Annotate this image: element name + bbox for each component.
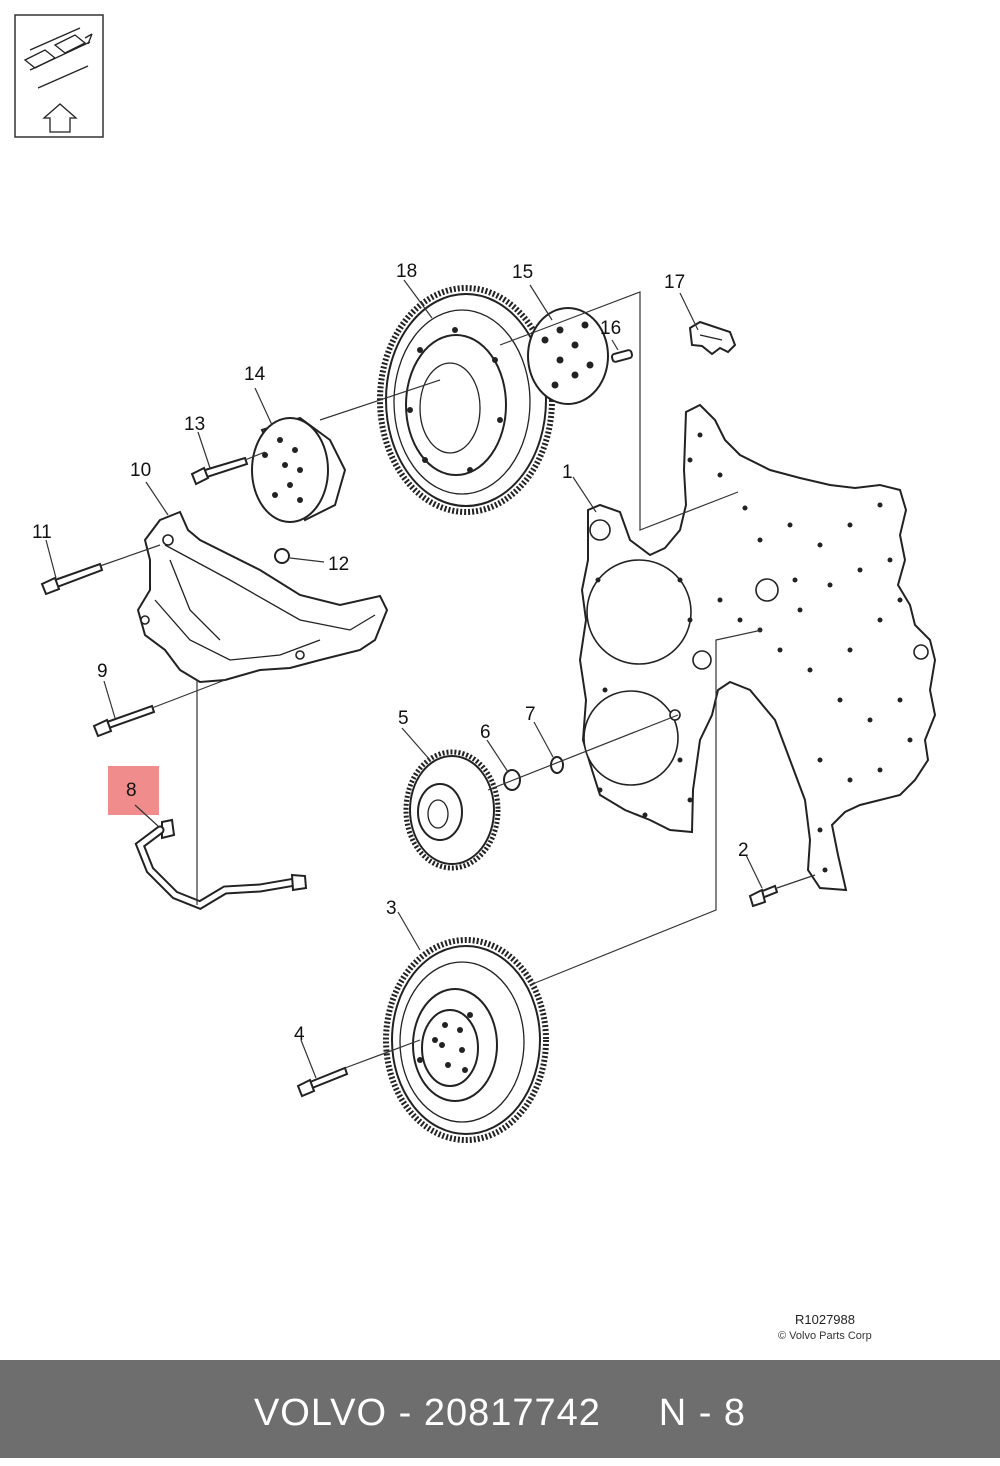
timing-cover-plate: [578, 403, 937, 892]
callout-10: 10: [130, 460, 151, 481]
footer-part-label: VOLVO - 20817742 N - 8: [253, 1392, 747, 1434]
callout-18: 18: [396, 261, 417, 282]
callout-12: 12: [328, 554, 349, 575]
callout-labels: 18 15 16 17 14 13 10 11 12 1 9 5 6 7 8 2…: [32, 261, 749, 1045]
small-gear: [403, 749, 501, 871]
bolt-4: [296, 1066, 349, 1098]
bolt-9: [92, 704, 156, 738]
part-number-footer: VOLVO - 20817742 N - 8: [0, 1360, 1000, 1458]
callout-13: 13: [184, 414, 205, 435]
callout-1: 1: [562, 462, 573, 483]
highlight-box: [108, 766, 159, 815]
callout-8: 8: [126, 780, 137, 801]
callout-5: 5: [398, 708, 409, 729]
callout-6: 6: [480, 722, 491, 743]
callout-2: 2: [738, 840, 749, 861]
callout-11: 11: [32, 522, 52, 543]
sensor-part: [688, 320, 737, 356]
nut-12: [274, 548, 290, 564]
dowel-pin: [610, 349, 634, 363]
callout-17: 17: [664, 272, 685, 293]
callout-9: 9: [97, 661, 108, 682]
callout-3: 3: [386, 898, 397, 919]
exploded-view-icon: [14, 14, 104, 138]
flywheel-gear: [383, 937, 549, 1143]
callout-15: 15: [512, 262, 533, 283]
callout-14: 14: [244, 364, 266, 385]
bolt-11: [40, 562, 104, 596]
callout-16: 16: [600, 318, 621, 339]
pulley-cover: [251, 416, 347, 523]
copyright-notice: © Volvo Parts Corp: [778, 1330, 872, 1342]
gear-hub-plate: [527, 307, 609, 405]
callout-7: 7: [525, 704, 536, 725]
large-gear: [377, 285, 555, 515]
callout-4: 4: [294, 1024, 305, 1045]
reference-code: R1027988: [795, 1312, 855, 1327]
screw-2: [748, 884, 779, 908]
leader-lines: [45, 279, 816, 1079]
housing-bracket: [136, 510, 389, 684]
exploded-parts-diagram: 18 15 16 17 14 13 10 11 12 1 9 5 6 7 8 2…: [14, 14, 937, 1342]
bolt-13: [190, 456, 249, 486]
wiring-harness: [108, 766, 308, 911]
